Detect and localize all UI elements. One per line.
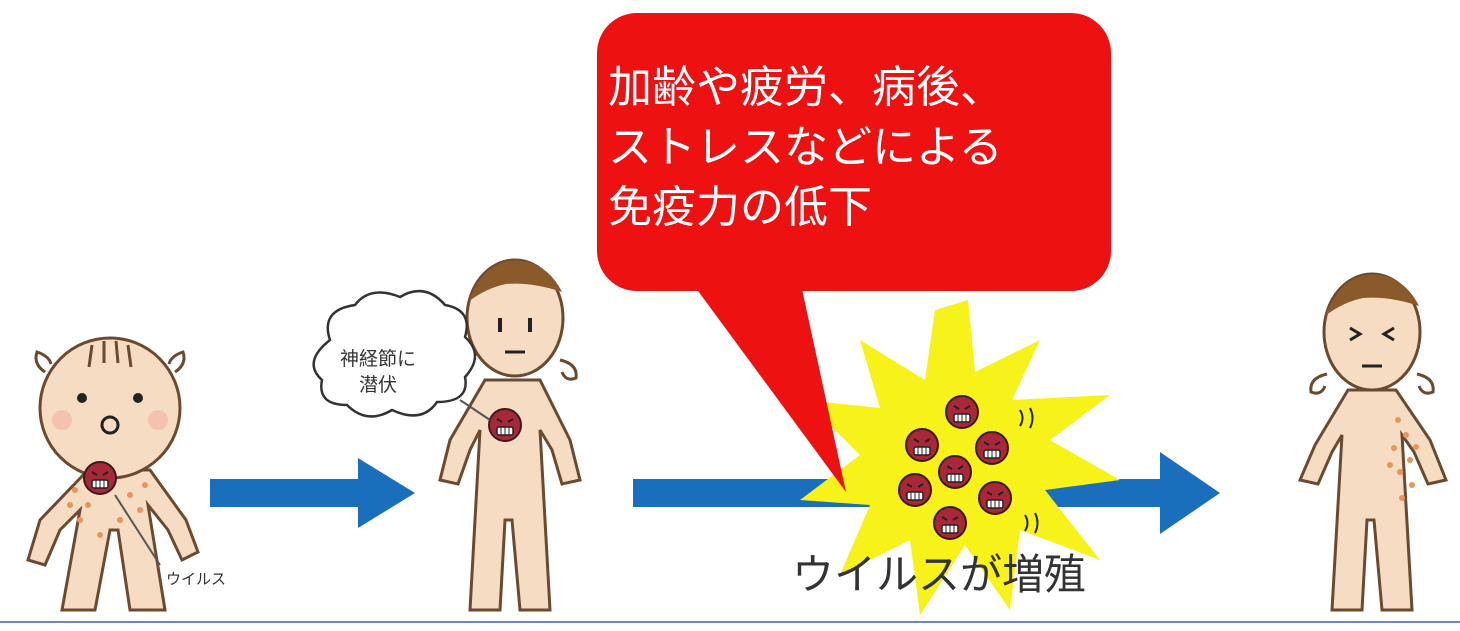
bottom-rule: [0, 621, 1460, 623]
proliferation-label: ウイルスが増殖: [792, 550, 1087, 599]
child-figure: [26, 336, 200, 612]
arrow-1: [210, 458, 415, 528]
thought-bubble: [312, 289, 477, 418]
woman-figure-1: [438, 258, 582, 612]
virus-cluster: [898, 395, 1039, 540]
woman-figure-2: [1297, 272, 1449, 612]
latent-label: 神経節に 潜伏: [339, 348, 416, 396]
callout-bubble: [597, 13, 1111, 492]
virus-label: ウイルス: [166, 570, 227, 588]
callout-text: 加齢や疲労、病後、 ストレスなどによる 免疫力の低下: [608, 62, 1004, 233]
